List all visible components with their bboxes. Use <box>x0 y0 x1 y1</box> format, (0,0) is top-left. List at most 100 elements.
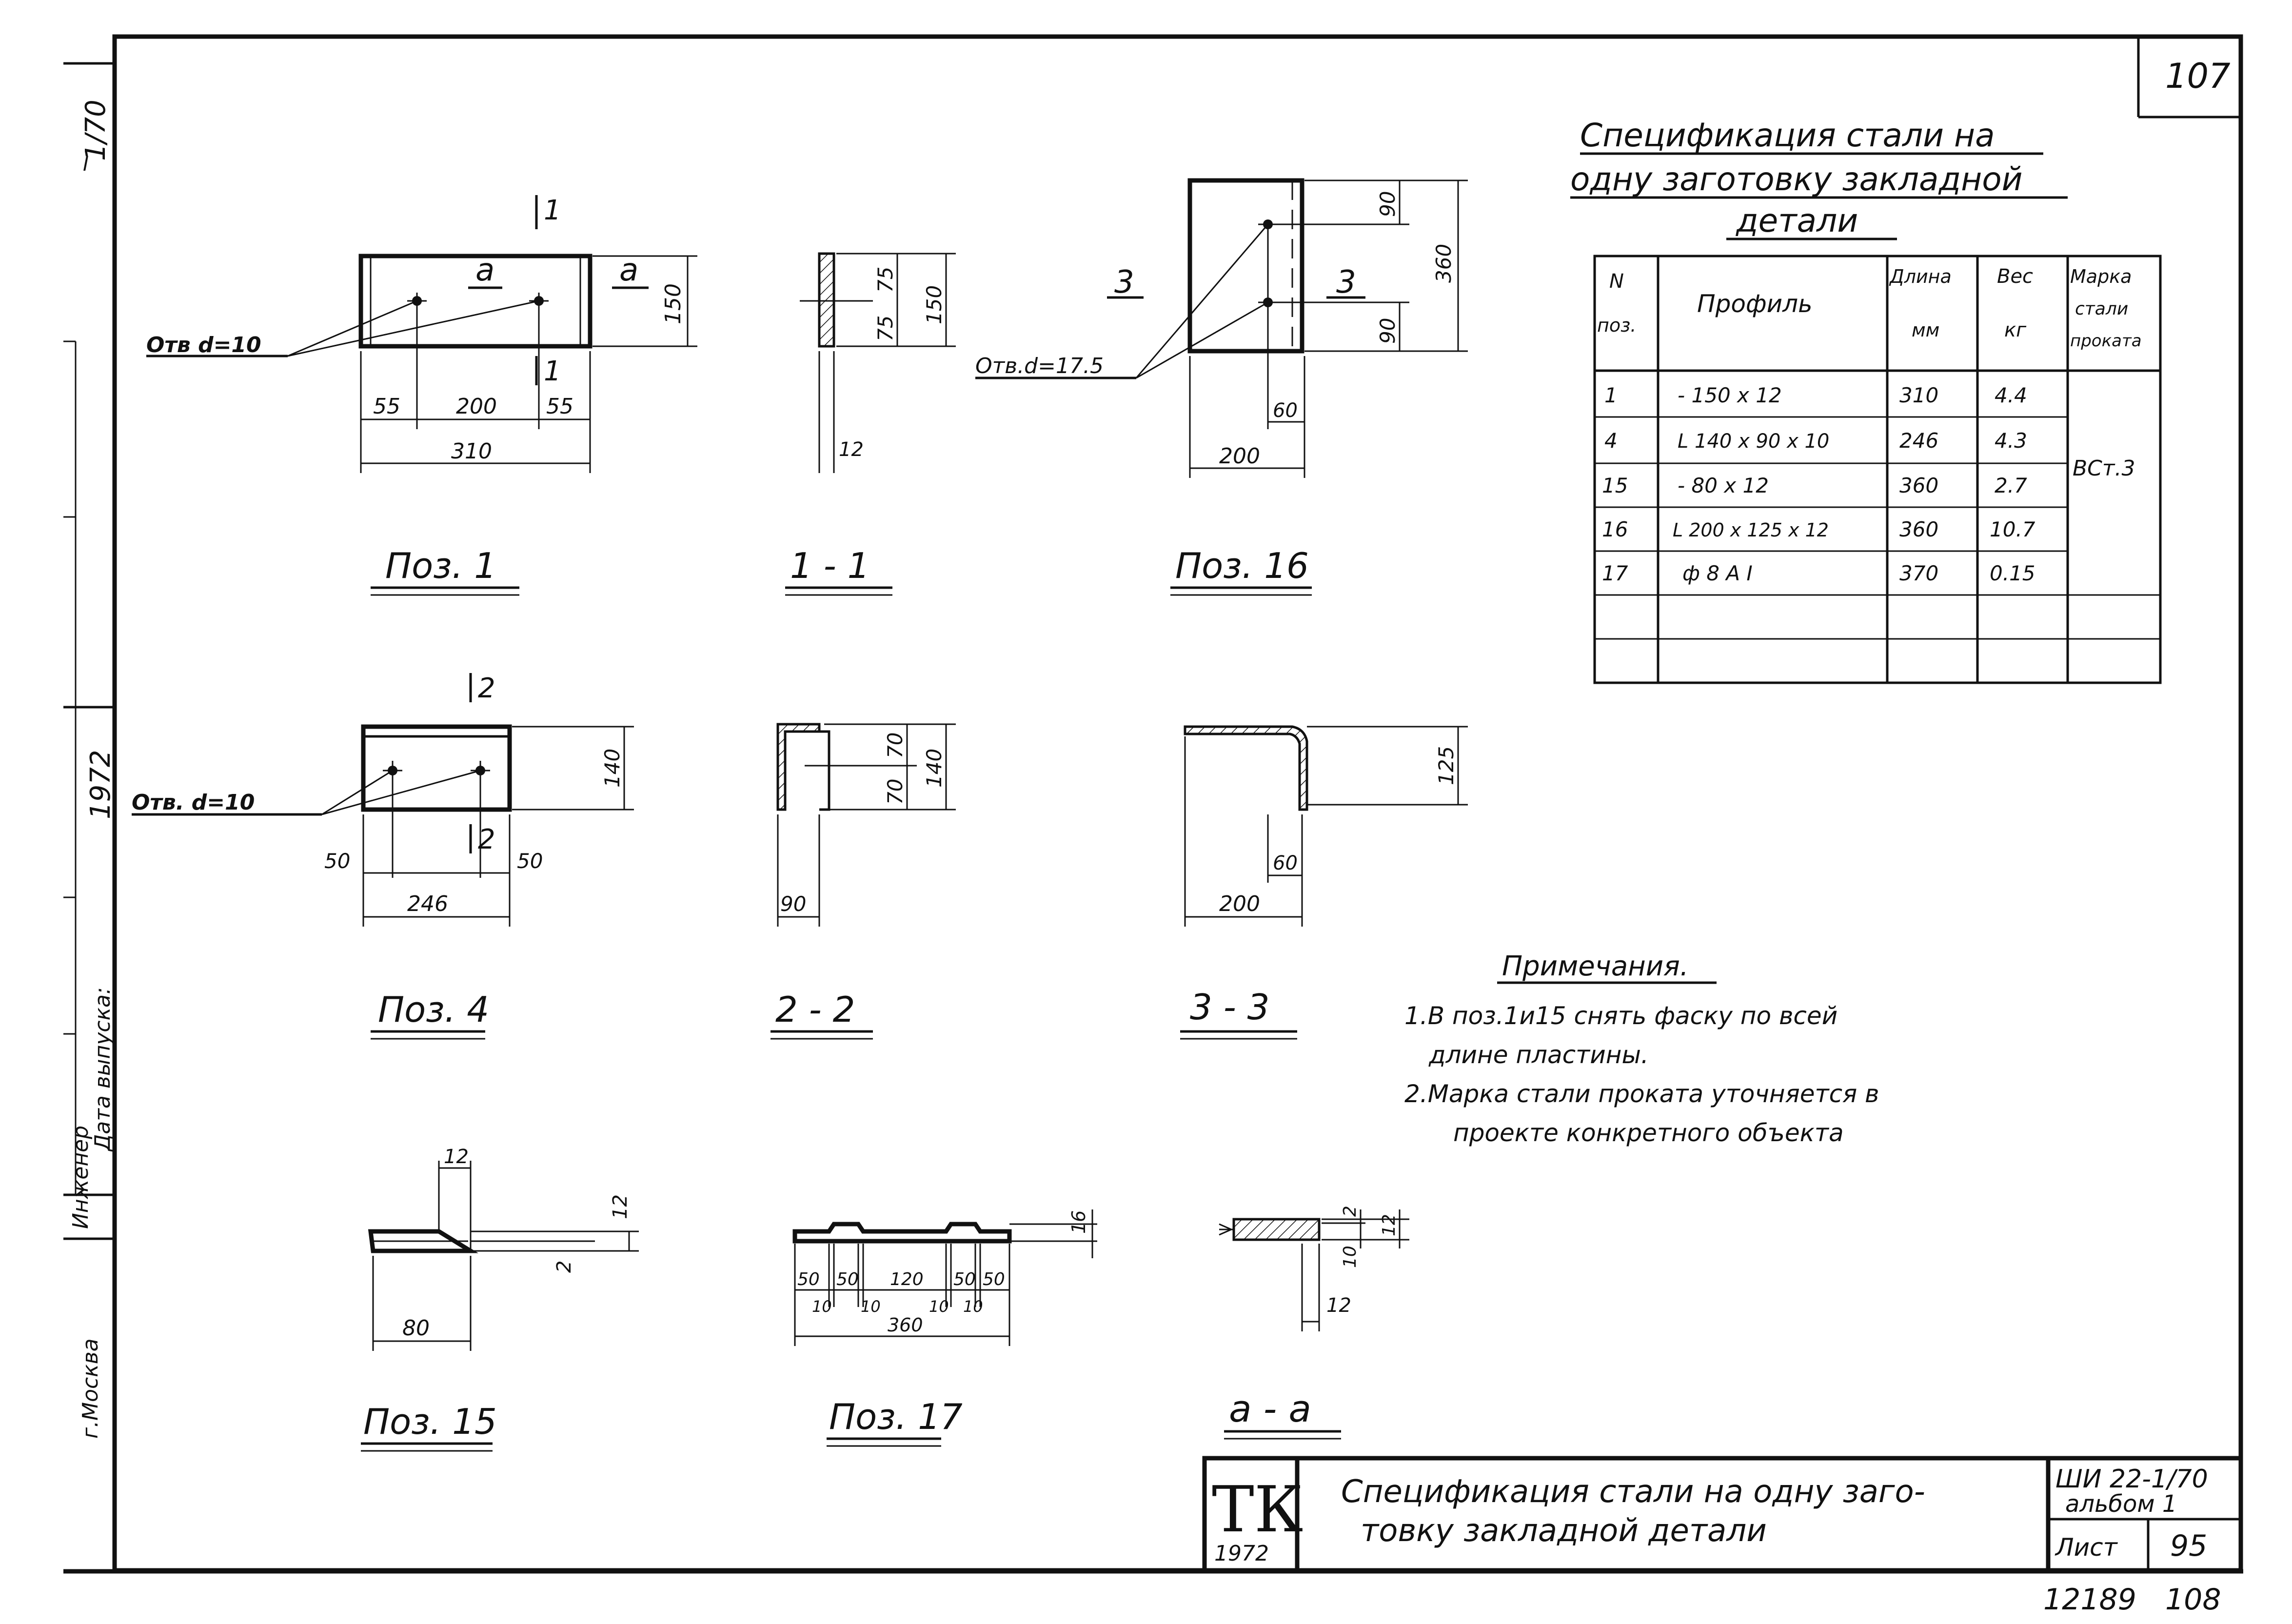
poz16-dim-360: 360 <box>1432 244 1456 283</box>
spec-cell-profile: - 150 x 12 <box>1678 383 1782 407</box>
corner-sheet-number: 107 <box>2165 56 2231 96</box>
secaa-dim-10: 10 <box>1340 1246 1360 1268</box>
drawing-section-3-3 <box>1180 725 1468 1040</box>
spec-header-grade-3: проката <box>2070 331 2142 351</box>
sec11-label: 1 - 1 <box>790 545 869 586</box>
title-block-code-2: альбом 1 <box>2065 1490 2177 1518</box>
spec-cell-profile: L 140 x 90 x 10 <box>1678 430 1829 453</box>
strip-label-roman: I <box>83 153 89 176</box>
poz15-dim-12: 12 <box>609 1194 632 1219</box>
secaa-dim-12b: 12 <box>1326 1294 1351 1317</box>
spec-header-grade-2: стали <box>2075 299 2128 319</box>
notes-line3: 2.Марка стали проката уточняется в <box>1404 1080 1879 1108</box>
poz16-dim-90a: 90 <box>1376 191 1400 217</box>
spec-title-line3: детали <box>1736 202 1858 239</box>
title-block-title-line2: товку закладной детали <box>1361 1513 1767 1549</box>
spec-cell-length: 310 <box>1899 383 1938 407</box>
spec-cell-pos: 16 <box>1602 517 1628 541</box>
sec11-dim-75a: 75 <box>873 267 897 293</box>
spec-header-length-2: мм <box>1912 319 1939 341</box>
sec11-dim-12: 12 <box>839 438 864 461</box>
notes-line4: проекте конкретного объекта <box>1453 1119 1844 1147</box>
poz17-dim-10a: 10 <box>812 1297 832 1316</box>
poz16-dim-90b: 90 <box>1376 318 1400 344</box>
strip-year: 1972 <box>85 750 117 819</box>
drawing-section-a-a <box>1219 1209 1409 1440</box>
poz1-dim-200: 200 <box>456 394 497 419</box>
spec-table <box>1593 255 2162 684</box>
secaa-dim-12: 12 <box>1379 1214 1399 1236</box>
poz4-dim-50a: 50 <box>324 849 350 873</box>
spec-cell-length: 246 <box>1899 429 1938 453</box>
secaa-label: а - а <box>1229 1387 1311 1430</box>
poz1-hole-note: Отв d=10 <box>146 333 261 357</box>
poz4-dim-50b: 50 <box>517 849 543 873</box>
poz15-dim-80: 80 <box>402 1316 430 1341</box>
drawing-poz15 <box>361 1161 639 1452</box>
spec-header-weight-1: Вес <box>1997 265 2033 288</box>
drawing-section-1-1 <box>785 252 956 596</box>
title-block-sheet-number: 95 <box>2170 1529 2207 1563</box>
poz1-dim-310: 310 <box>451 439 492 464</box>
title-block-code-1: ШИ 22-1/70 <box>2055 1465 2208 1494</box>
spec-cell-profile: - 80 x 12 <box>1678 474 1769 497</box>
poz16-dim-60: 60 <box>1273 399 1298 422</box>
poz4-cut-mark-top: 2 <box>478 673 495 704</box>
poz17-dim-120: 120 <box>890 1269 924 1289</box>
poz17-dim-16: 16 <box>1068 1210 1089 1234</box>
drawing-poz17 <box>792 1209 1097 1447</box>
spec-cell-weight: 0.15 <box>1990 561 2035 585</box>
title-block <box>1202 1456 2243 1573</box>
poz17-dim-360: 360 <box>888 1314 923 1336</box>
strip-role-engineer: Инженер <box>68 1126 93 1229</box>
poz1-cut-mark-bottom: 1 <box>544 356 561 387</box>
title-block-title-line1: Спецификация стали на одну заго- <box>1341 1474 1925 1510</box>
spec-header-pos-1: N <box>1609 270 1624 293</box>
spec-header-pos-2: поз. <box>1597 315 1636 336</box>
spec-cell-profile: L 200 x 125 x 12 <box>1673 519 1829 541</box>
poz4-hole-note: Отв. d=10 <box>132 790 255 815</box>
spec-cell-length: 370 <box>1899 561 1938 585</box>
spec-title-line1: Спецификация стали на <box>1580 117 1995 154</box>
bottom-number-left: 12189 <box>2043 1583 2136 1617</box>
spec-cell-profile: ф 8 A I <box>1682 561 1753 585</box>
spec-row: 4 L 140 x 90 x 10 246 4.3 <box>1604 429 2027 453</box>
sec11-dim-150: 150 <box>922 285 946 324</box>
spec-header-grade-1: Марка <box>2070 266 2132 287</box>
strip-city: г.Москва <box>78 1338 103 1439</box>
title-block-logo-year: 1972 <box>1214 1541 1269 1566</box>
spec-cell-pos: 17 <box>1602 561 1628 585</box>
poz4-label: Поз. 4 <box>378 989 489 1030</box>
spec-header-length-1: Длина <box>1889 266 1952 287</box>
spec-header-weight-2: кг <box>2004 319 2027 341</box>
spec-cell-weight: 4.3 <box>1995 429 2027 453</box>
spec-cell-pos: 1 <box>1604 383 1618 407</box>
sec22-dim-70b: 70 <box>883 779 907 805</box>
poz15-dim-2: 2 <box>553 1261 575 1273</box>
poz16-cut-mark-right: 3 <box>1336 264 1356 300</box>
sec22-dim-140: 140 <box>922 749 946 788</box>
spec-cell-weight: 2.7 <box>1995 474 2027 497</box>
poz17-dim-50a: 50 <box>797 1269 820 1289</box>
poz17-dim-10d: 10 <box>963 1297 983 1316</box>
drawing-section-2-2 <box>771 723 956 1040</box>
poz1-cut-mark-top: 1 <box>544 195 561 226</box>
strip-label-top: 1/70 <box>80 99 112 161</box>
spec-row: 15 - 80 x 12 360 2.7 <box>1602 474 2027 497</box>
sec33-dim-125: 125 <box>1434 746 1458 785</box>
poz17-dim-10b: 10 <box>861 1297 881 1316</box>
poz16-dim-200: 200 <box>1219 444 1260 469</box>
poz1-section-mark: а <box>475 252 494 288</box>
poz15-dim-12-top: 12 <box>444 1146 469 1168</box>
poz1-section-mark-right: а <box>619 252 638 288</box>
spec-cell-grade: ВСт.3 <box>2073 456 2135 481</box>
spec-row: 1 - 150 x 12 310 4.4 <box>1604 383 2027 407</box>
secaa-dim-2: 2 <box>1340 1206 1360 1217</box>
title-block-sheet-label: Лист <box>2055 1533 2118 1562</box>
poz16-hole-note: Отв.d=17.5 <box>975 354 1104 378</box>
poz17-dim-50c: 50 <box>953 1269 976 1289</box>
strip-date-label: Дата выпуска: <box>90 987 115 1152</box>
poz1-dim-55b: 55 <box>546 394 573 419</box>
spec-header-profile: Профиль <box>1697 290 1813 318</box>
